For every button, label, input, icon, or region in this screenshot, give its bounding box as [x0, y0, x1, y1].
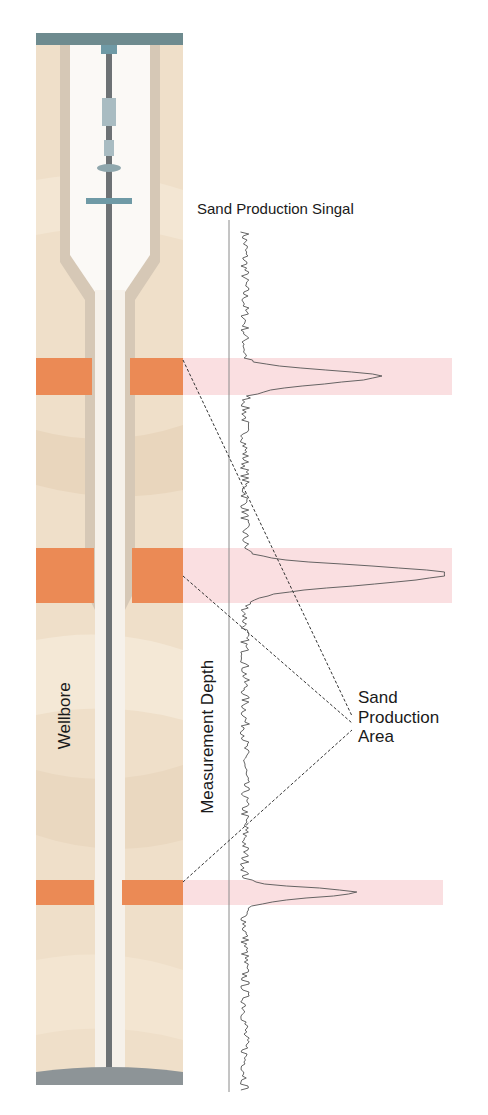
- hanger: [101, 45, 117, 54]
- highlight-bands: [183, 358, 452, 905]
- tool-disc: [97, 164, 121, 172]
- sand-zone: [36, 358, 92, 395]
- sand-zone: [36, 880, 94, 905]
- sand-zone: [132, 548, 183, 603]
- tool-component: [102, 98, 116, 126]
- tool-component: [104, 140, 114, 156]
- sand-zone: [36, 548, 94, 603]
- leader-lines: [183, 360, 352, 882]
- depth-axis: [229, 220, 230, 1092]
- well-bottom: [36, 1067, 183, 1085]
- wellbore-label: Wellbore: [54, 683, 74, 750]
- highlight-band: [183, 880, 443, 905]
- highlight-band: [183, 358, 452, 395]
- sand-zones: [36, 358, 183, 905]
- track-title: Sand Production Singal: [197, 200, 354, 217]
- formation: [36, 40, 183, 1080]
- highlight-band: [183, 548, 452, 603]
- sand-zone: [130, 358, 183, 395]
- surface-cap: [36, 33, 183, 45]
- sand-zone: [122, 880, 183, 905]
- sand-signal-trace: [241, 232, 445, 1090]
- packer: [86, 198, 132, 204]
- axis-label: Measurement Depth: [198, 660, 218, 814]
- callout-label: Sand Production Area: [358, 688, 458, 747]
